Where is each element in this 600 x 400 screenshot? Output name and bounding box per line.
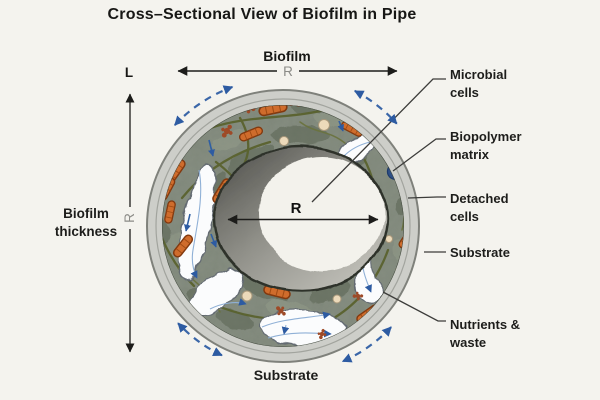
biofilm-span-arrow: Biofilm R: [177, 48, 398, 79]
radius-top-label: R: [283, 64, 293, 79]
biofilm-thickness-label: Biofilm thickness: [54, 206, 118, 239]
page-title: Cross–Sectional View of Biofilm in Pipe: [107, 6, 417, 23]
radius-center-label: R: [291, 200, 302, 217]
substrate-bottom-label: Substrate: [253, 367, 319, 383]
leader-microbial-cells: [311, 78, 446, 203]
callout-microbial-cells: Microbial cells: [450, 67, 508, 100]
leader-biopolymer-matrix: [392, 138, 446, 172]
flow-direction-arcs: [173, 85, 398, 363]
biofilm-span-label: Biofilm: [263, 48, 310, 64]
flow-arc-top-left: [173, 85, 234, 126]
callout-substrate: Substrate: [450, 245, 510, 260]
radius-arrow-center: R: [227, 200, 379, 225]
callout-nutrients-waste: Nutrients & waste: [450, 317, 521, 350]
radius-left-label: R: [122, 213, 137, 223]
flow-arc-bottom-right: [341, 326, 392, 363]
pipe-length-arrow: L R: [122, 65, 137, 353]
leader-detached-cells: [407, 196, 446, 199]
leader-nutrients-waste: [382, 291, 446, 322]
leader-lines: [311, 78, 446, 322]
pipe-length-label: L: [125, 65, 133, 80]
flow-arc-top-right: [353, 89, 398, 125]
callout-biopolymer-matrix: Biopolymer matrix: [450, 129, 522, 162]
flow-arc-bottom-left: [177, 322, 223, 357]
callout-detached-cells: Detached cells: [450, 191, 509, 224]
channel-streamlines: [190, 141, 374, 339]
